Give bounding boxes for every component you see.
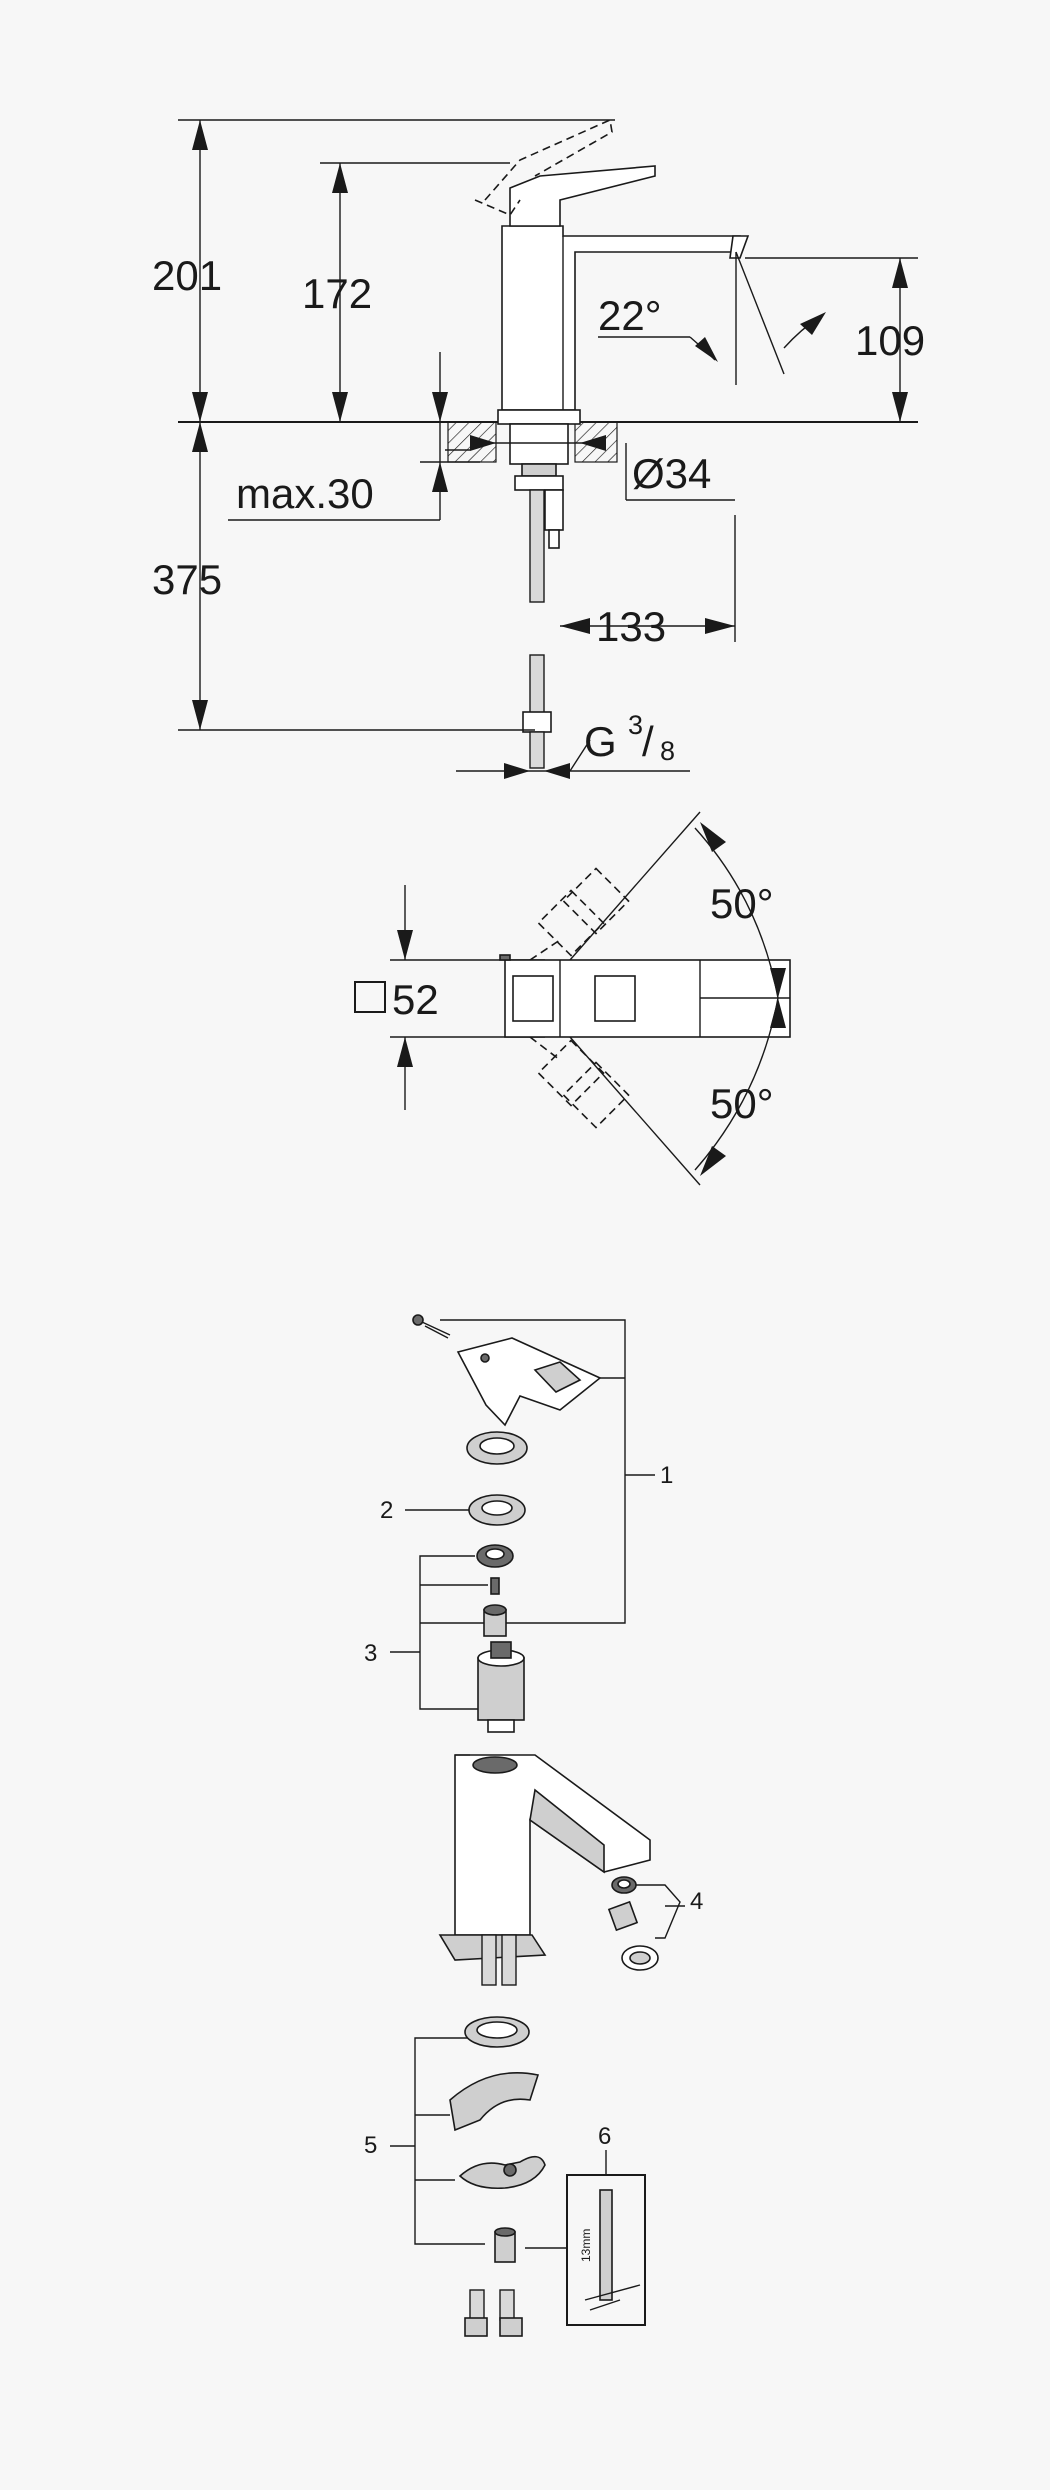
callout-3: 3 — [364, 1640, 377, 1667]
top-view: 52 50° 50° — [354, 811, 791, 1186]
mounting-ring — [464, 2016, 530, 2048]
bracket-1 — [440, 1319, 626, 1624]
dim-thread-text: G — [584, 718, 617, 765]
dim-109-text: 109 — [855, 317, 925, 364]
dim-diameter: Ø34 — [470, 435, 735, 501]
callout-5: 5 — [364, 2132, 377, 2159]
dim-133: 133 — [560, 515, 736, 650]
faucet-body-exploded — [438, 1754, 651, 1986]
dim-thread-g: G — [584, 718, 617, 765]
square-symbol — [354, 981, 386, 1013]
adapter — [483, 1604, 507, 1637]
horseshoe-plate — [458, 2155, 546, 2190]
callout-2: 2 — [380, 1497, 393, 1524]
lever-handle — [456, 1337, 602, 1427]
dim-diameter-text: Ø34 — [632, 450, 711, 497]
dim-max30-text: max.30 — [236, 470, 374, 517]
callout-1: 1 — [660, 1462, 673, 1489]
callout-4: 4 — [690, 1888, 703, 1915]
dim-375: 375 — [152, 422, 535, 731]
outlet-spray — [735, 251, 785, 375]
aerator-parts — [607, 1876, 659, 1971]
dim-50-top-text: 50° — [710, 880, 774, 927]
hose-ends — [464, 2289, 523, 2337]
faucet-body-top — [499, 939, 791, 1061]
dim-52-text: 52 — [392, 976, 439, 1023]
dim-thread: G 3 / 8 — [456, 710, 690, 779]
cap-ring — [466, 1431, 528, 1465]
angle-line-top — [569, 811, 701, 961]
part-2-ring: 2 — [380, 1494, 526, 1526]
dim-22-text: 22° — [598, 292, 662, 339]
cartridge — [477, 1641, 525, 1733]
exploded-view: 1 2 3 — [364, 1314, 703, 2337]
screw-part — [412, 1314, 451, 1339]
pin — [490, 1577, 500, 1595]
dim-133-text: 133 — [596, 603, 666, 650]
dim-172: 172 — [302, 162, 510, 422]
bracket-5 — [414, 2037, 485, 2245]
lever-rotated-positions — [537, 867, 630, 1129]
bracket-4 — [636, 1884, 681, 1939]
tool-size-label: 13mm — [579, 2229, 593, 2262]
tool-box: 6 13mm — [525, 2123, 646, 2326]
dim-max30: max.30 — [228, 352, 480, 521]
fixing-nut — [494, 2227, 516, 2263]
small-ring — [476, 1544, 514, 1568]
bracket-3 — [419, 1555, 478, 1710]
dim-172-text: 172 — [302, 270, 372, 317]
angle-line-bottom — [569, 1036, 701, 1186]
dim-50-bottom-text: 50° — [710, 1080, 774, 1127]
side-view: 201 172 109 22° — [152, 118, 925, 779]
dim-thread-den: 8 — [660, 736, 675, 766]
faucet-body-side — [474, 118, 750, 769]
dim-22deg: 22° — [598, 292, 826, 362]
dim-thread-sep: / — [642, 718, 654, 765]
dim-201-text: 201 — [152, 252, 222, 299]
callout-6: 6 — [598, 2123, 611, 2150]
dim-thread-num: 3 — [628, 710, 643, 740]
half-shell — [449, 2072, 540, 2132]
dim-109: 109 — [745, 257, 925, 422]
dim-375-text: 375 — [152, 556, 222, 603]
